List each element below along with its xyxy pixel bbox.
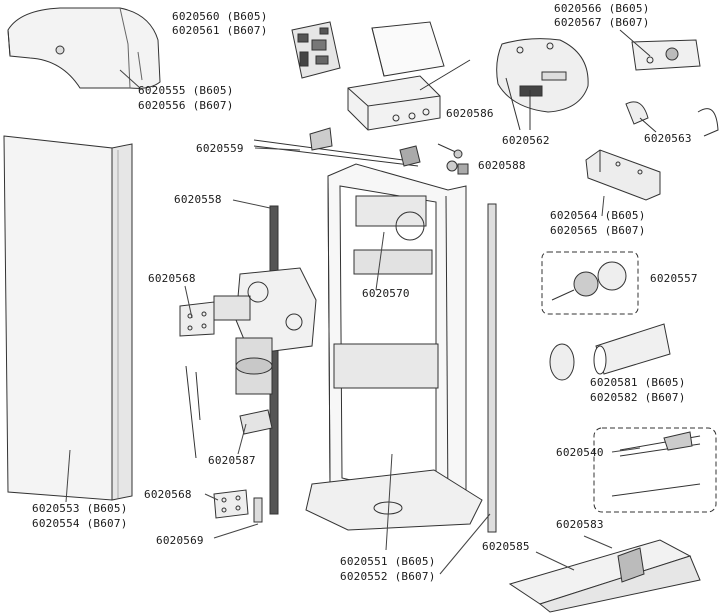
label-6020556: 6020556 (B607) — [138, 99, 234, 112]
control-board — [291, 21, 341, 79]
label-6020585: 6020585 — [482, 540, 530, 553]
leader-lines — [65, 69, 641, 575]
gearmotor — [213, 267, 317, 395]
label-6020564: 6020564 (B605) — [550, 209, 646, 222]
label-6020554: 6020554 (B607) — [32, 517, 128, 530]
right-rod — [487, 203, 497, 533]
label-6020540: 6020540 — [556, 446, 604, 459]
label-6020565: 6020565 (B607) — [550, 224, 646, 237]
label-6020559: 6020559 — [196, 142, 244, 155]
junction-box — [347, 21, 471, 131]
mount-plate-2 — [213, 489, 249, 519]
label-6020562: 6020562 — [502, 134, 550, 147]
spring-clip — [625, 101, 719, 137]
cable-wire — [185, 365, 201, 459]
label-6020582: 6020582 (B607) — [590, 391, 686, 404]
label-6020568-lower: 6020568 — [144, 488, 192, 501]
label-6020561: 6020561 (B607) — [172, 24, 268, 37]
label-6020555: 6020555 (B605) — [138, 84, 234, 97]
gear-flange — [496, 38, 589, 131]
release-key — [253, 497, 263, 523]
beam-cover — [549, 323, 671, 381]
label-6020552: 6020552 (B607) — [340, 570, 436, 583]
label-6020567: 6020567 (B607) — [554, 16, 650, 29]
mount-plate-1 — [179, 301, 215, 337]
label-6020568-upper: 6020568 — [148, 272, 196, 285]
label-6020569: 6020569 — [156, 534, 204, 547]
kit-box-6020557 — [541, 251, 639, 315]
label-6020551: 6020551 (B605) — [340, 555, 436, 568]
label-6020558: 6020558 — [174, 193, 222, 206]
rod-arm — [253, 127, 421, 167]
bracket-rail — [585, 149, 661, 201]
capacitor — [239, 409, 273, 435]
label-6020553: 6020553 (B605) — [32, 502, 128, 515]
small-screws — [437, 143, 469, 175]
label-6020563: 6020563 — [644, 132, 692, 145]
cabinet-frame — [305, 163, 483, 531]
label-6020586: 6020586 — [446, 107, 494, 120]
boom-profile — [508, 539, 701, 613]
motor-plate — [619, 29, 701, 71]
label-6020588: 6020588 — [478, 159, 526, 172]
label-6020581: 6020581 (B605) — [590, 376, 686, 389]
side-door-panel — [3, 135, 133, 501]
label-6020570: 6020570 — [362, 287, 410, 300]
label-6020557: 6020557 — [650, 272, 698, 285]
top-cover — [7, 7, 161, 89]
label-6020587: 6020587 — [208, 454, 256, 467]
label-6020560: 6020560 (B605) — [172, 10, 268, 23]
kit-box-6020540 — [593, 427, 717, 513]
label-6020583: 6020583 — [556, 518, 604, 531]
label-6020566: 6020566 (B605) — [554, 2, 650, 15]
